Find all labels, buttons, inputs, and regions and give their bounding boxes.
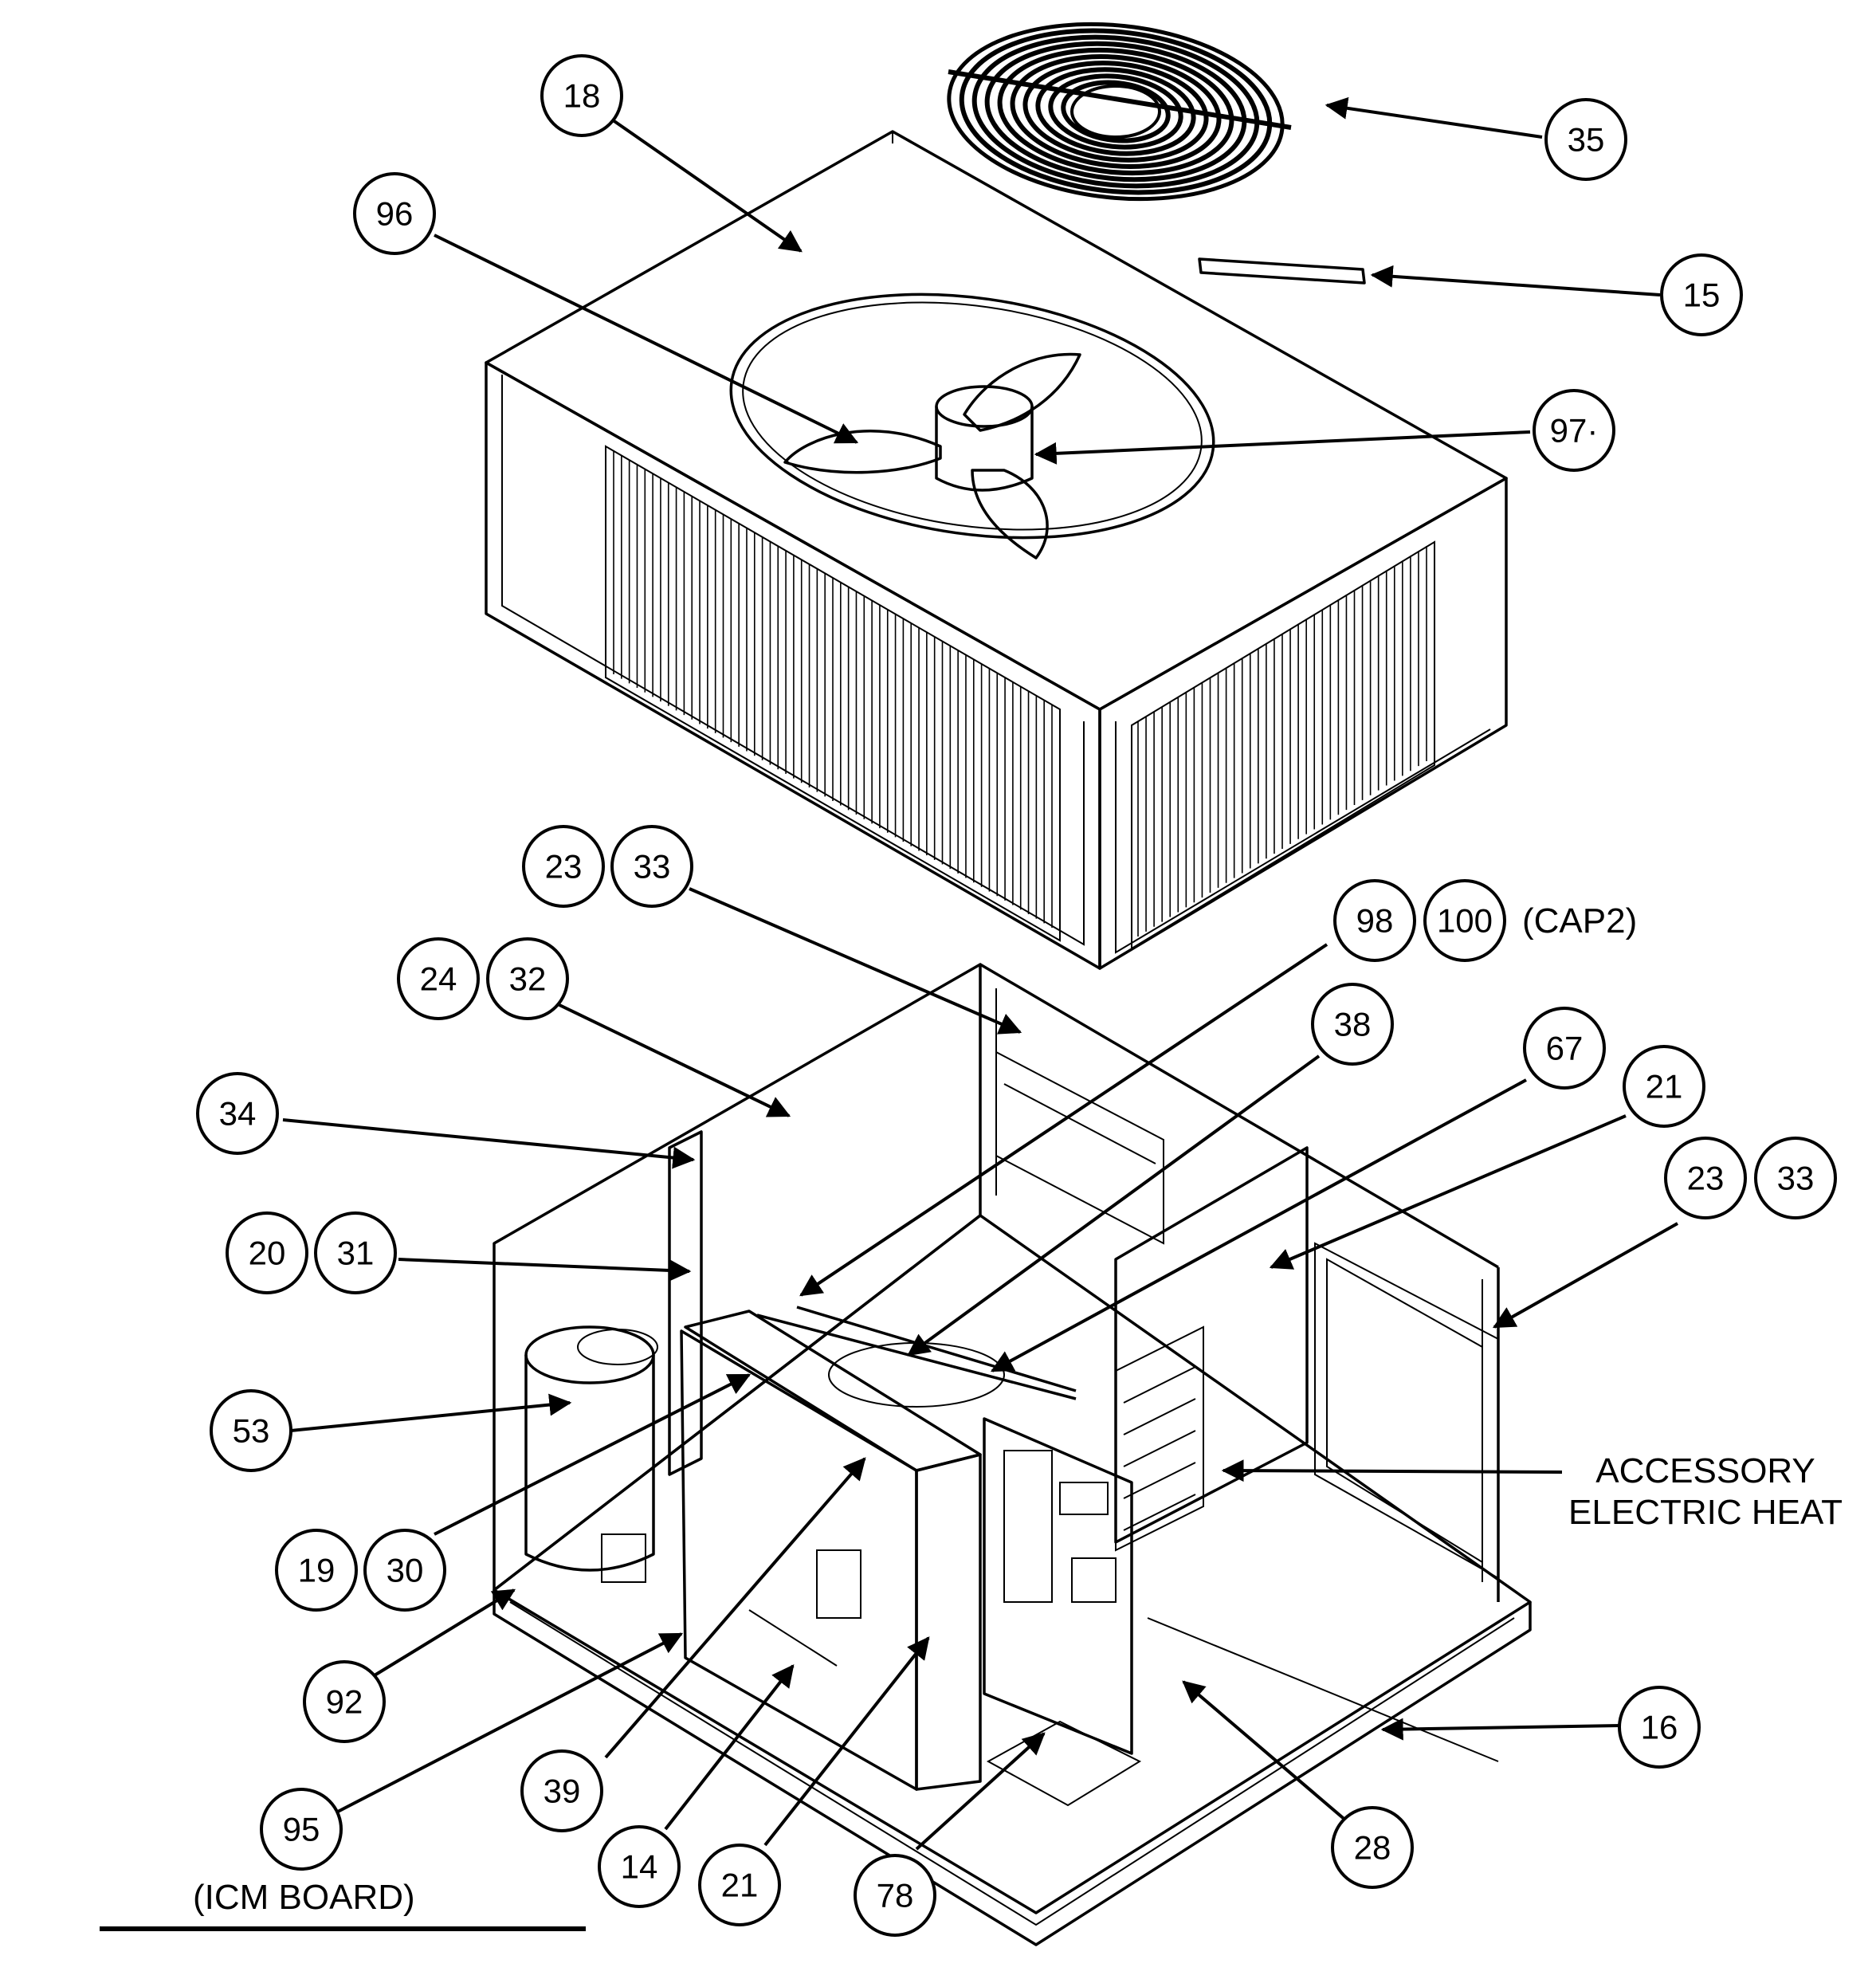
grille-ring bbox=[984, 41, 1247, 183]
callout-16: 16 bbox=[1618, 1686, 1701, 1769]
callout-78: 78 bbox=[854, 1854, 936, 1937]
callout-31-label: 31 bbox=[337, 1235, 375, 1272]
cap2-note: (CAP2) bbox=[1522, 901, 1637, 940]
callout-21-lower-label: 21 bbox=[721, 1867, 759, 1904]
callout-14-label: 14 bbox=[621, 1848, 658, 1886]
callout-34-label: 34 bbox=[219, 1095, 257, 1133]
callout-97: 97· bbox=[1533, 389, 1615, 472]
callout-24: 24 bbox=[397, 937, 480, 1020]
callout-39: 39 bbox=[520, 1749, 603, 1832]
fan-motor bbox=[935, 385, 1034, 492]
control-box bbox=[983, 1417, 1133, 1755]
callout-32: 32 bbox=[486, 937, 569, 1020]
callout-23-lower-label: 23 bbox=[1687, 1160, 1725, 1197]
callout-95: 95 bbox=[260, 1788, 343, 1871]
grille-support-bar bbox=[948, 69, 1292, 130]
callout-18: 18 bbox=[540, 54, 623, 137]
callout-21-upper-label: 21 bbox=[1646, 1068, 1683, 1105]
callout-92: 92 bbox=[303, 1660, 386, 1743]
grille-ring bbox=[997, 47, 1234, 176]
callout-92-label: 92 bbox=[326, 1683, 363, 1721]
callout-38-label: 38 bbox=[1334, 1006, 1372, 1043]
callout-33-upper-label: 33 bbox=[634, 848, 671, 885]
callout-31: 31 bbox=[314, 1211, 397, 1294]
blower-housing bbox=[756, 1306, 1077, 1408]
grille-ring bbox=[1061, 80, 1171, 143]
callout-98-label: 98 bbox=[1356, 902, 1394, 940]
grille-ring bbox=[1035, 67, 1196, 156]
fan-guard-grille bbox=[947, 22, 1292, 202]
indoor-coil bbox=[995, 1050, 1164, 1245]
callout-53: 53 bbox=[210, 1389, 292, 1472]
grille-ring bbox=[1010, 54, 1222, 169]
grille-ring bbox=[971, 34, 1260, 189]
callout-96-label: 96 bbox=[376, 195, 414, 233]
callout-28-label: 28 bbox=[1354, 1829, 1391, 1867]
right-condenser-coil bbox=[1131, 540, 1435, 950]
callout-20-label: 20 bbox=[249, 1235, 286, 1272]
callout-33-lower: 33 bbox=[1754, 1137, 1837, 1219]
callout-23-upper-label: 23 bbox=[545, 848, 583, 885]
accessory-note-line1: ACCESSORY bbox=[1595, 1451, 1815, 1490]
callout-15-label: 15 bbox=[1683, 277, 1721, 314]
callout-96: 96 bbox=[353, 172, 436, 255]
callout-21-lower: 21 bbox=[698, 1844, 781, 1926]
drain-pan-divider bbox=[986, 1617, 1499, 1807]
callout-78-label: 78 bbox=[877, 1877, 914, 1914]
callout-24-label: 24 bbox=[420, 960, 457, 998]
accessory-note-line2: ELECTRIC HEAT bbox=[1568, 1493, 1843, 1532]
callout-95-label: 95 bbox=[283, 1811, 320, 1848]
grille-ring bbox=[959, 28, 1273, 195]
callout-33-lower-label: 33 bbox=[1777, 1160, 1815, 1197]
callout-28: 28 bbox=[1331, 1806, 1414, 1889]
callout-23-lower: 23 bbox=[1664, 1137, 1747, 1219]
callout-67: 67 bbox=[1523, 1007, 1606, 1090]
callout-19-label: 19 bbox=[298, 1552, 336, 1589]
blower-partition bbox=[680, 1310, 982, 1791]
compressor bbox=[524, 1325, 658, 1583]
callout-39-label: 39 bbox=[544, 1773, 581, 1810]
callout-33-upper: 33 bbox=[610, 825, 693, 908]
callout-98: 98 bbox=[1333, 879, 1416, 962]
callout-23-upper: 23 bbox=[522, 825, 605, 908]
callout-53-label: 53 bbox=[233, 1412, 270, 1450]
callout-35: 35 bbox=[1544, 98, 1627, 181]
callout-21-upper: 21 bbox=[1623, 1045, 1705, 1128]
callout-14: 14 bbox=[598, 1825, 681, 1908]
callout-38: 38 bbox=[1311, 983, 1394, 1066]
left-condenser-coil bbox=[605, 445, 1061, 942]
grille-hub bbox=[1070, 84, 1161, 139]
side-access-panel bbox=[1114, 1146, 1499, 1580]
callout-32-label: 32 bbox=[509, 960, 547, 998]
callout-34: 34 bbox=[196, 1072, 279, 1155]
top-cover-assembly bbox=[485, 130, 1508, 970]
grille-ring bbox=[1048, 73, 1183, 150]
callout-18-label: 18 bbox=[563, 77, 601, 115]
grille-ring bbox=[1022, 61, 1209, 163]
callout-16-label: 16 bbox=[1641, 1709, 1678, 1746]
callout-15: 15 bbox=[1660, 253, 1743, 336]
callout-30-label: 30 bbox=[387, 1552, 424, 1589]
grille-ring bbox=[947, 22, 1285, 202]
corner-post-panel bbox=[668, 1130, 703, 1476]
condenser-fan-blade bbox=[783, 352, 1081, 560]
callout-100: 100 bbox=[1423, 879, 1506, 962]
callout-30: 30 bbox=[363, 1529, 446, 1612]
icm-board-note: (ICM BOARD) bbox=[193, 1878, 415, 1917]
callout-100-label: 100 bbox=[1437, 902, 1493, 940]
callout-20: 20 bbox=[226, 1211, 308, 1294]
fan-orifice-ring bbox=[729, 293, 1215, 540]
accessory-heater-coils bbox=[1115, 1325, 1204, 1552]
top-seal-strip bbox=[1198, 257, 1366, 285]
callout-97-label: 97· bbox=[1550, 412, 1599, 450]
leader-lines bbox=[282, 96, 1678, 1851]
callout-35-label: 35 bbox=[1568, 121, 1605, 159]
callout-67-label: 67 bbox=[1546, 1030, 1584, 1067]
callout-19: 19 bbox=[275, 1529, 358, 1612]
